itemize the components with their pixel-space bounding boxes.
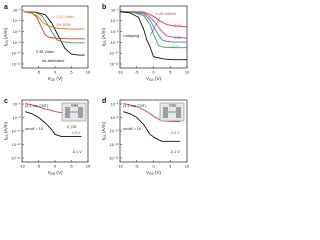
source-electrode <box>65 107 70 118</box>
annotation: 0.5 V <box>72 131 81 135</box>
annotation: 1.20 V/dec <box>56 15 74 19</box>
y-tick-label: 10⁻⁸ <box>13 116 21 120</box>
source-electrode <box>163 107 168 118</box>
y-tick-label: 10⁻⁶ <box>13 30 21 34</box>
series-line <box>119 11 187 61</box>
panel-label: d <box>102 98 106 105</box>
series-line <box>119 11 187 49</box>
series-line <box>23 11 85 40</box>
y-tick-label: 10⁻¹⁰ <box>109 52 118 56</box>
x-tick-label: 5 <box>169 70 172 75</box>
x-tick-label: 0 <box>54 70 57 75</box>
series-line <box>119 11 188 39</box>
y-tick-label: 10⁻¹⁰ <box>11 52 20 56</box>
annotation: As-fabricated <box>42 59 64 63</box>
panel-b: b 10⁻² 10⁻⁴ 10⁻⁶ 10⁻⁸ 10⁻¹⁰ 10⁻¹² -10 -5 0 5 10 0.08… <box>102 4 190 75</box>
x-tick-label: -10 <box>117 70 124 75</box>
annotation: (1.1-nm CNT) <box>25 104 49 108</box>
device-inset: Gate <box>61 102 87 122</box>
drain-electrode <box>78 107 83 118</box>
x-tick-label: 10 <box>185 164 190 169</box>
y-tick-label: 10⁻¹² <box>110 62 119 66</box>
y-axis-label: IDS (A/m) <box>101 121 107 140</box>
panel-label: a <box>4 4 8 11</box>
y-tick-label: 10⁻⁴ <box>111 19 119 23</box>
y-tick-label: 10⁻¹² <box>110 143 119 147</box>
x-tick-label: 5 <box>169 164 172 169</box>
x-tick-label: 10 <box>86 164 91 169</box>
annotation: V_DS <box>67 125 77 129</box>
annotation: 0.01 <box>172 45 179 49</box>
drain-electrode <box>176 107 181 118</box>
series-line <box>123 111 181 142</box>
annotation: -0.1 V <box>72 150 82 154</box>
y-axis-label: IDS (A/m) <box>3 27 9 46</box>
panel-label: c <box>4 98 8 105</box>
figure: a 10⁻² 10⁻⁴ 10⁻⁶ 10⁻⁸ 10⁻¹⁰ 10⁻¹² -5 0 5 10 1.20 V/… <box>3 4 190 176</box>
x-tick-label: -10 <box>19 164 26 169</box>
y-tick-label: 10⁻² <box>13 8 21 12</box>
x-axis-label: VGS (V) <box>146 76 162 82</box>
y-tick-label: 10⁻¹⁴ <box>109 156 118 160</box>
y-tick-label: 10⁻⁸ <box>111 41 119 45</box>
y-tick-label: 10⁻⁸ <box>13 41 21 45</box>
x-tick-label: -5 <box>135 164 139 169</box>
x-tick-label: 10 <box>185 70 190 75</box>
annotation: 0.08 mM/ml <box>156 12 176 16</box>
y-tick-label: 10⁻¹² <box>12 62 21 66</box>
series-line <box>119 11 187 43</box>
inset-label: Gate <box>169 104 176 108</box>
x-tick-label: 0 <box>54 164 57 169</box>
x-axis-label: VGS (V) <box>146 170 162 176</box>
annotation: Undoping <box>123 34 139 38</box>
x-tick-label: 0 <box>152 164 155 169</box>
annotation: on/off = 10 <box>123 127 141 131</box>
arrow-line <box>149 16 161 37</box>
annotation: -0.1 V <box>170 150 180 154</box>
x-tick-label: -5 <box>135 70 139 75</box>
x-tick-label: 0 <box>152 70 155 75</box>
x-tick-label: 5 <box>70 70 73 75</box>
y-axis-label: IDS (A/m) <box>3 121 9 140</box>
panel-a: a 10⁻² 10⁻⁴ 10⁻⁶ 10⁻⁸ 10⁻¹⁰ 10⁻¹² -5 0 5 10 1.20 V/… <box>4 4 91 75</box>
annotation: 0.35 V/dec <box>36 50 54 54</box>
annotation: -0.5 V <box>170 131 180 135</box>
y-tick-label: 10⁻⁸ <box>111 116 119 120</box>
x-axis-label: VGS (V) <box>47 170 63 176</box>
y-tick-label: 10⁻¹² <box>12 143 21 147</box>
annotation: 0.02 <box>174 36 181 40</box>
y-tick-label: 10⁻⁶ <box>111 30 119 34</box>
panel-label: b <box>102 4 106 11</box>
y-tick-label: 10⁻⁶ <box>13 102 21 106</box>
y-tick-label: 10⁻¹⁰ <box>11 129 20 133</box>
inset-label: Gate <box>71 104 78 108</box>
panel-d: d 10⁻⁶ 10⁻⁸ 10⁻¹⁰ 10⁻¹² 10⁻¹⁴ -10 -5 0 5 10 (1.1-nm… <box>102 98 190 169</box>
x-tick-label: -10 <box>117 164 124 169</box>
annotation: 1% SS% <box>56 23 72 27</box>
x-tick-label: -5 <box>37 70 41 75</box>
panel-c: c 10⁻⁶ 10⁻⁸ 10⁻¹⁰ 10⁻¹² 10⁻¹⁴ -10 -5 0 5 10 (1.1-nm… <box>4 98 91 169</box>
y-tick-label: 10⁻⁶ <box>111 102 119 106</box>
x-tick-label: 5 <box>70 164 73 169</box>
x-axis-label: VGS (V) <box>47 76 63 82</box>
x-tick-label: -5 <box>37 164 41 169</box>
x-tick-label: 10 <box>86 70 91 75</box>
series-line <box>23 11 85 30</box>
y-tick-label: 10⁻¹⁰ <box>109 129 118 133</box>
annotation: on/off = 10 <box>25 127 43 131</box>
annotation: (1.1-nm CNT) <box>123 104 147 108</box>
y-tick-label: 10⁻² <box>111 8 119 12</box>
annotation: 0.04 <box>174 24 181 28</box>
series-line <box>23 11 85 56</box>
series-line <box>25 111 82 137</box>
y-tick-label: 10⁻⁴ <box>13 19 21 23</box>
y-axis-label: IDS (A/m) <box>101 27 107 46</box>
device-inset: Gate <box>159 102 185 122</box>
series-line <box>23 11 85 44</box>
y-tick-label: 10⁻¹⁴ <box>11 156 20 160</box>
